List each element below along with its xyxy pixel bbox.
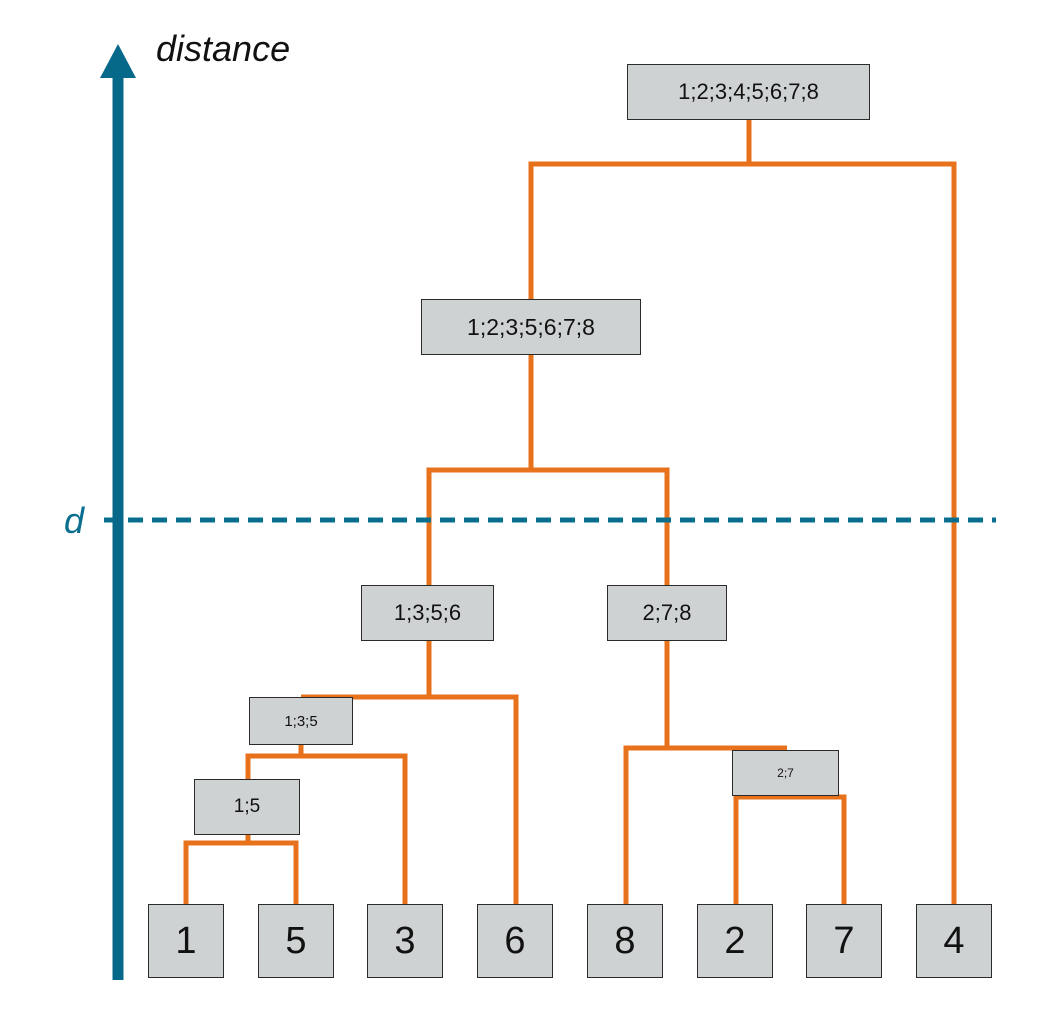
cluster-box-2-7: 2;7 xyxy=(732,750,839,796)
distance-axis-arrowhead xyxy=(100,44,136,78)
distance-axis-title: distance xyxy=(156,28,291,69)
cluster-box-root: 1;2;3;4;5;6;7;8 xyxy=(627,64,870,120)
link-1-5 xyxy=(183,840,299,904)
link-1-2-3-5-6-7-8 xyxy=(426,467,670,585)
cluster-box-1-3-5-6: 1;3;5;6 xyxy=(361,585,494,641)
link-root xyxy=(528,161,957,904)
leaf-box-7: 7 xyxy=(806,904,882,978)
leaf-box-1: 1 xyxy=(148,904,224,978)
leaf-box-3: 3 xyxy=(367,904,443,978)
link-1-3-5 xyxy=(245,753,408,904)
cluster-box-2-7-8: 2;7;8 xyxy=(607,585,727,641)
leaf-box-6: 6 xyxy=(477,904,553,978)
leaf-box-2: 2 xyxy=(697,904,773,978)
cluster-box-1-3-5: 1;3;5 xyxy=(249,697,353,745)
link-2-7 xyxy=(733,794,847,904)
leaf-box-8: 8 xyxy=(587,904,663,978)
link-2-7-8 xyxy=(623,745,787,904)
leaf-box-5: 5 xyxy=(258,904,334,978)
cutoff-label: d xyxy=(64,500,85,541)
cluster-box-1-5: 1;5 xyxy=(194,779,300,835)
leaf-box-4: 4 xyxy=(916,904,992,978)
link-1-3-5-6 xyxy=(301,694,519,904)
cluster-box-1-2-3-5-6-7-8: 1;2;3;5;6;7;8 xyxy=(421,299,641,355)
